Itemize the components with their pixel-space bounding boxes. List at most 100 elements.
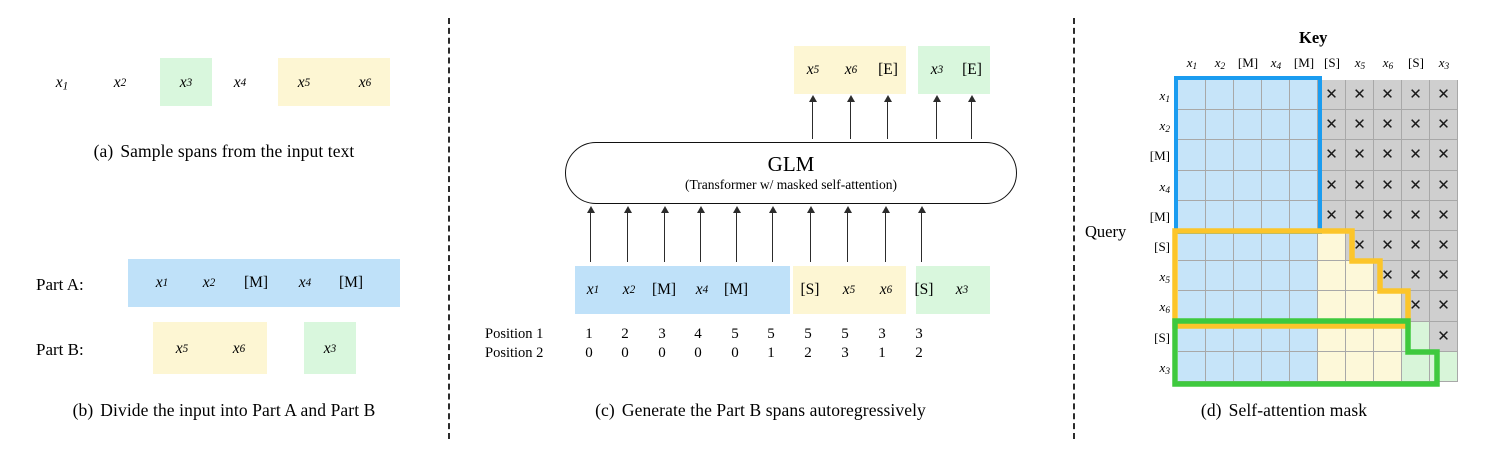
matrix-col-header-3: [M]: [1237, 55, 1259, 70]
position2-value-3: 0: [658, 345, 666, 361]
position1-value-2: 2: [621, 326, 629, 342]
mask-cell-blocked: ✕: [1318, 140, 1346, 171]
matrix-col-header-5: [M]: [1293, 55, 1315, 70]
mask-cell-visible: [1374, 321, 1402, 352]
mask-cell-visible: [1318, 351, 1346, 382]
mask-cell-visible: [1178, 140, 1206, 171]
position1-value-4: 4: [694, 326, 702, 342]
mask-cell-blocked: ✕: [1402, 261, 1430, 292]
position1-value-9: 3: [878, 326, 886, 342]
mask-cell-blocked: ✕: [1402, 110, 1430, 141]
mask-cell-visible: [1290, 261, 1318, 292]
matrix-col-header-4: x4: [1270, 55, 1282, 73]
caption-d: (d)Self-attention mask: [1073, 400, 1495, 421]
mask-cell-visible: [1290, 80, 1318, 111]
mask-cell-visible: [1318, 231, 1346, 262]
caption-c-label: (c): [595, 400, 615, 420]
matrix-row-header-2: x2: [1159, 118, 1170, 136]
mask-cell-visible: [1290, 351, 1318, 382]
position2-value-10: 2: [915, 345, 923, 361]
position1-value-3: 3: [658, 326, 666, 342]
mask-cell-blocked: ✕: [1430, 231, 1458, 262]
caption-b-label: (b): [72, 400, 94, 420]
mask-cell-visible: [1206, 321, 1234, 352]
mask-cell-visible: [1206, 261, 1234, 292]
input-arrow-7: [805, 206, 817, 262]
output-arrow-5: [966, 95, 978, 139]
mask-cell-blocked: ✕: [1318, 80, 1346, 111]
query-axis-label: Query: [1085, 222, 1127, 241]
input-token-mask-2: [M]: [723, 281, 749, 298]
mask-cell-blocked: ✕: [1402, 170, 1430, 201]
mask-cell-blocked: ✕: [1318, 200, 1346, 231]
output-band-green: [918, 46, 990, 94]
mask-cell-blocked: ✕: [1346, 200, 1374, 231]
caption-c: (c)Generate the Part B spans autoregress…: [448, 400, 1073, 421]
position2-value-7: 2: [804, 345, 812, 361]
mask-cell-visible: [1262, 200, 1290, 231]
mask-cell-visible: [1262, 170, 1290, 201]
mask-cell-blocked: ✕: [1374, 231, 1402, 262]
attention-mask-grid: ✕✕✕✕✕✕✕✕✕✕✕✕✕✕✕✕✕✕✕✕✕✕✕✕✕✕✕✕✕✕✕✕✕✕✕: [1178, 80, 1458, 382]
position2-value-6: 1: [767, 345, 775, 361]
mask-cell-visible: [1374, 351, 1402, 382]
mask-cell-visible: [1178, 80, 1206, 111]
caption-a-text: Sample spans from the input text: [120, 141, 355, 161]
mask-cell-visible: [1178, 110, 1206, 141]
mask-cell-visible: [1402, 321, 1430, 352]
mask-cell-visible: [1206, 110, 1234, 141]
matrix-col-header-8: x6: [1382, 55, 1394, 73]
panel-divider-2: [1073, 18, 1075, 439]
matrix-col-header-10: x3: [1438, 55, 1450, 73]
caption-b-text: Divide the input into Part A and Part B: [100, 400, 376, 420]
panel-divider-1: [448, 18, 450, 439]
matrix-row-header-9: [S]: [1154, 329, 1170, 345]
input-arrow-5: [731, 206, 743, 262]
mask-cell-visible: [1234, 321, 1262, 352]
mask-cell-blocked: ✕: [1430, 261, 1458, 292]
mask-cell-blocked: ✕: [1402, 200, 1430, 231]
mask-cell-blocked: ✕: [1402, 140, 1430, 171]
input-arrow-4: [695, 206, 707, 262]
position1-value-7: 5: [804, 326, 812, 342]
caption-a-label: (a): [93, 141, 114, 161]
matrix-col-header-6: [S]: [1324, 55, 1340, 70]
part-a-label: Part A:: [36, 275, 84, 294]
mask-cell-blocked: ✕: [1430, 80, 1458, 111]
glm-model-box: GLM (Transformer w/ masked self-attentio…: [565, 142, 1017, 204]
mask-cell-blocked: ✕: [1430, 200, 1458, 231]
mask-cell-visible: [1206, 140, 1234, 171]
position2-value-1: 0: [585, 345, 593, 361]
mask-cell-visible: [1290, 200, 1318, 231]
mask-cell-visible: [1178, 231, 1206, 262]
highlight-span-green-a: [160, 58, 212, 106]
mask-cell-visible: [1290, 231, 1318, 262]
matrix-row-header-7: x5: [1159, 269, 1170, 287]
mask-cell-blocked: ✕: [1318, 110, 1346, 141]
mask-cell-visible: [1178, 321, 1206, 352]
matrix-col-header-7: x5: [1354, 55, 1366, 73]
mask-cell-blocked: ✕: [1346, 110, 1374, 141]
matrix-row-header-1: x1: [1159, 88, 1170, 106]
glm-subtitle: (Transformer w/ masked self-attention): [684, 177, 898, 193]
output-arrow-2: [845, 95, 857, 139]
glm-title: GLM: [767, 151, 815, 176]
mask-cell-visible: [1206, 231, 1234, 262]
mask-cell-visible: [1402, 351, 1430, 382]
mask-cell-blocked: ✕: [1346, 80, 1374, 111]
mask-cell-blocked: ✕: [1374, 110, 1402, 141]
output-band-yellow: [794, 46, 906, 94]
mask-cell-visible: [1178, 261, 1206, 292]
mask-cell-visible: [1234, 110, 1262, 141]
mask-cell-blocked: ✕: [1318, 170, 1346, 201]
input-token-mask-1: [M]: [651, 281, 677, 298]
mask-cell-blocked: ✕: [1346, 140, 1374, 171]
mask-cell-visible: [1290, 110, 1318, 141]
